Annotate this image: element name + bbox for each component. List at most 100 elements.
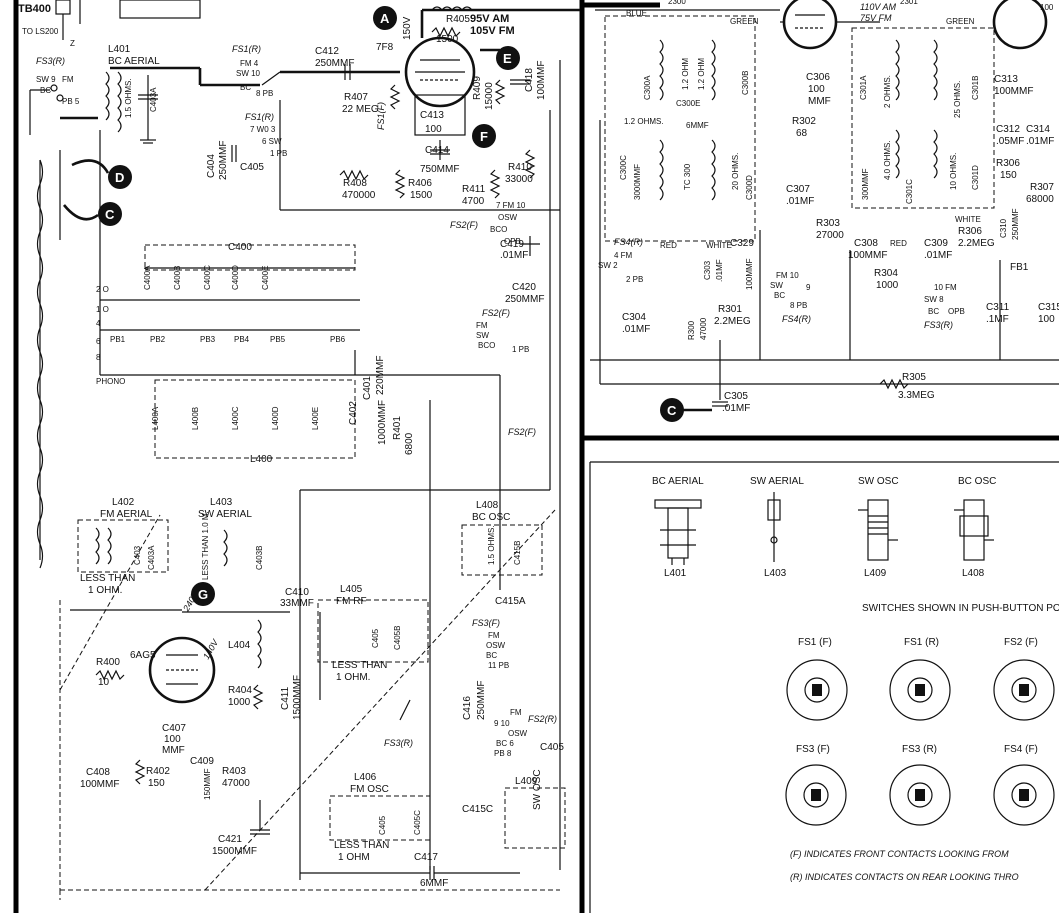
pb2-label: PB2 [150, 335, 166, 344]
pb6-label: PB6 [330, 335, 346, 344]
r406-value: 1500 [410, 190, 433, 201]
l406-label: L406 [354, 772, 377, 783]
fs2f-low-label: FS2(F) [508, 427, 536, 437]
switch-legend: SWITCHES SHOWN IN PUSH-BUTTON POS FS1 (F… [785, 603, 1059, 882]
c403b-label: C403B [255, 546, 264, 570]
l404-label: L404 [228, 640, 251, 651]
c304-value: .01MF [622, 324, 650, 335]
svg-text:1 PB: 1 PB [512, 345, 529, 354]
r407-label: R407 [344, 92, 368, 103]
c301d-label: C301D [971, 165, 980, 190]
fs4r-b-label: FS4(R) [782, 314, 811, 324]
c404-value: 250MMF [218, 141, 229, 180]
ohms12a-label: 1.2 OHM [681, 58, 690, 90]
marker-f: F [472, 124, 496, 148]
legend-sw-aerial-title: SW AERIAL [750, 476, 804, 487]
c312-value: .05MF [996, 136, 1024, 147]
svg-text:D: D [115, 170, 124, 185]
r404-value: 1000 [228, 697, 251, 708]
fm-rf-label: FM RF [336, 596, 367, 607]
svg-text:OSW: OSW [486, 641, 506, 650]
c407-label: C407 [162, 723, 186, 734]
svg-text:8: 8 [96, 353, 101, 362]
switch-fs1f: FS1 (F) [786, 637, 848, 721]
c405-4-label: C405 [378, 815, 387, 835]
c409-value: 150MMF [203, 768, 212, 800]
less-than-10-label: LESS THAN 1.0 M. [201, 511, 210, 580]
c419-label: C419 [500, 239, 524, 250]
l400-label: L400 [250, 454, 273, 465]
r404-label: R404 [228, 685, 252, 696]
c329-label: C329 [730, 238, 754, 249]
less-than-2-label: LESS THAN [332, 660, 387, 671]
c306-unit: MMF [808, 96, 831, 107]
svg-text:G: G [198, 587, 208, 602]
v140-label: 140V [201, 637, 221, 661]
l400c-label: L400C [231, 406, 240, 430]
pb3-label: PB3 [200, 335, 216, 344]
rf-section: L402 FM AERIAL C403 C403A LESS THAN 1 OH… [77, 497, 566, 889]
red-label: RED [660, 241, 677, 250]
c416-label: C416 [462, 696, 473, 720]
c408-value: 100MMF [80, 779, 119, 790]
legend-sw-osc-title: SW OSC [858, 476, 899, 487]
pb4-label: PB4 [234, 335, 250, 344]
tube-7f8-label: 7F8 [376, 42, 394, 53]
c305-label: C305 [724, 391, 748, 402]
ohms10-label: 10 OHMS. [949, 153, 958, 190]
c300b-label: C300B [741, 71, 750, 95]
fs1f-label: FS1(F) [376, 102, 386, 130]
svg-text:BC 6: BC 6 [496, 739, 514, 748]
ohms15-label: 1.5 OHMS. [124, 78, 133, 118]
fs3r-label: FS3(R) [36, 56, 65, 66]
less-than-3-label: LESS THAN [334, 840, 389, 851]
marker-c-right: C [660, 398, 684, 422]
c315-label: C315 [1038, 302, 1059, 313]
c409-label: C409 [190, 756, 214, 767]
svg-text:PB 8: PB 8 [494, 749, 512, 758]
fb1-label: FB1 [1010, 262, 1029, 273]
if-top-label: 2300 [668, 0, 686, 6]
less-than-1-label: LESS THAN [80, 573, 135, 584]
r306-label: R306 [958, 226, 982, 237]
c300c-value: 3000MMF [633, 164, 642, 200]
c300e-label: C300E [676, 99, 700, 108]
c420-label: C420 [512, 282, 536, 293]
svg-text:4: 4 [96, 319, 101, 328]
svg-text:1 O: 1 O [96, 305, 109, 314]
svg-text:FM 10: FM 10 [776, 271, 799, 280]
svg-text:6 SW: 6 SW [262, 137, 282, 146]
coil-legend: BC AERIAL SW AERIAL SW OSC BC OSC L401 L… [652, 476, 996, 579]
tc300-label: TC 300 [683, 163, 692, 190]
c417-value: 6MMF [420, 878, 448, 889]
r302-label: R302 [792, 116, 816, 127]
c412-value: 250MMF [315, 58, 354, 69]
fs1r-mid-label: FS1(R) [245, 112, 274, 122]
r403-label: R403 [222, 766, 246, 777]
svg-text:7 W0 3: 7 W0 3 [250, 125, 276, 134]
l409-part-drawing [858, 499, 898, 561]
r400-value: 10 [98, 677, 110, 688]
blue-label: BLUE [626, 9, 647, 18]
r307-label: R307 [1030, 182, 1054, 193]
c413-label: C413 [420, 110, 444, 121]
green-label: GREEN [730, 17, 759, 26]
marker-g: G [191, 582, 215, 606]
switch-fs3r-label: FS3 (R) [902, 744, 937, 755]
fs3r-right-label: FS3(R) [924, 320, 953, 330]
switch-fs2f-label: FS2 (F) [1004, 637, 1038, 648]
c413-value: 100 [425, 124, 442, 135]
r304-value: 1000 [876, 280, 899, 291]
c314-value: .01MF [1026, 136, 1054, 147]
switch-fs1f-label: FS1 (F) [798, 637, 832, 648]
r400-label: R400 [96, 657, 120, 668]
r406-label: R406 [408, 178, 432, 189]
c419-value: .01MF [500, 250, 528, 261]
c309-label: C309 [924, 238, 948, 249]
svg-text:SW: SW [476, 331, 489, 340]
white2-label: WHITE [955, 215, 981, 224]
ohms2-label: 2 OHMS. [883, 75, 892, 108]
c410-label: C410 [285, 587, 309, 598]
legend-l401-ref: L401 [664, 568, 687, 579]
legend-l409-ref: L409 [864, 568, 887, 579]
